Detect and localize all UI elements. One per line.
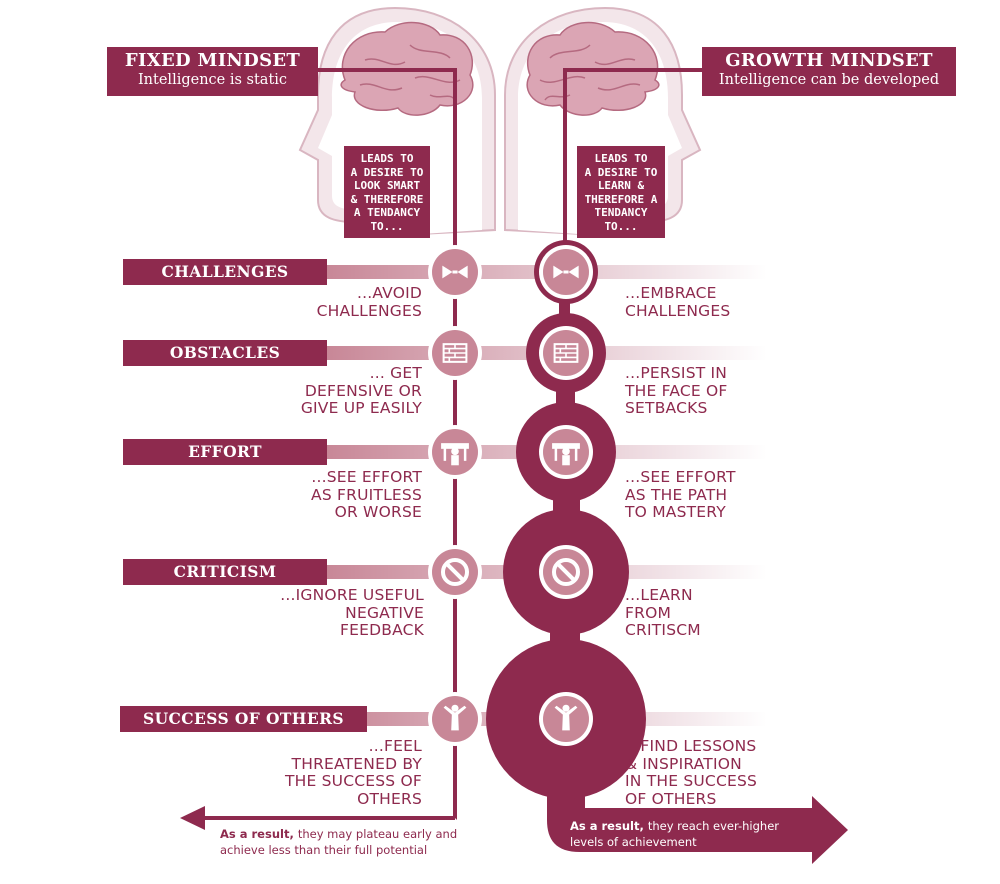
brick-wall-icon xyxy=(553,343,579,363)
growth-circle-1 xyxy=(526,313,606,393)
desc-line: OR WORSE xyxy=(334,503,422,521)
growth-desc-criticism: ...LEARN FROM CRITISCM xyxy=(625,586,805,640)
leads-line: LEADS TO xyxy=(360,152,414,165)
desc-line: CHALLENGES xyxy=(316,301,422,320)
row-label-criticism: CRITICISM xyxy=(123,559,327,585)
desc-line: ...SEE EFFORT xyxy=(625,468,736,486)
brick-wall-icon xyxy=(442,343,468,363)
desc-line: GIVE UP EASILY xyxy=(300,399,422,417)
desc-line: SETBACKS xyxy=(625,399,708,417)
growth-mindset-title: GROWTH MINDSET xyxy=(725,50,933,71)
desc-line: OF OTHERS xyxy=(625,789,717,808)
growth-desc-obstacles: ...PERSIST IN THE FACE OF SETBACKS xyxy=(625,364,805,418)
row-label-challenges: CHALLENGES xyxy=(123,259,327,285)
fixed-circle-3 xyxy=(428,545,482,599)
desc-line: OTHERS xyxy=(357,789,422,808)
result-line: achieve less than their full potential xyxy=(220,843,428,857)
growth-circle-2 xyxy=(516,402,616,502)
growth-leads-box: LEADS TO A DESIRE TO LEARN & THEREFORE A… xyxy=(577,146,665,238)
desc-line: THE SUCCESS OF xyxy=(285,772,422,790)
desc-line: CHALLENGES xyxy=(625,301,731,320)
desc-line: THREATENED BY xyxy=(291,754,422,773)
desc-line: ...FIND LESSONS xyxy=(625,737,757,755)
fixed-desc-obstacles: ... GET DEFENSIVE OR GIVE UP EASILY xyxy=(238,364,422,418)
desc-line: ...PERSIST IN xyxy=(625,364,728,382)
growth-result-text: As a result, they reach ever-higher leve… xyxy=(570,818,810,850)
fixed-circle-2 xyxy=(428,425,482,479)
fixed-circle-0 xyxy=(428,245,482,299)
leads-line: TO... xyxy=(370,219,404,233)
growth-connector xyxy=(563,68,702,236)
row-label-obstacles: OBSTACLES xyxy=(123,340,327,366)
desc-line: ...FEEL xyxy=(368,737,422,755)
desc-line: DEFENSIVE OR xyxy=(304,381,422,400)
desc-line: AS THE PATH xyxy=(625,485,728,504)
no-sign-icon xyxy=(440,557,470,587)
desc-line: ... GET xyxy=(369,364,422,382)
growth-circle-4 xyxy=(486,639,646,799)
row-label-success-of-others: SUCCESS OF OTHERS xyxy=(120,706,367,732)
fixed-connector xyxy=(318,68,457,236)
result-bold: As a result, xyxy=(570,819,644,833)
weightlifter-icon xyxy=(441,443,469,466)
desc-line: ...LEARN xyxy=(625,586,693,604)
desc-line: AS FRUITLESS xyxy=(311,485,422,504)
leads-line: THEREFORE A xyxy=(584,192,658,206)
fixed-desc-effort: ...SEE EFFORT AS FRUITLESS OR WORSE xyxy=(238,468,422,522)
fixed-circle-4 xyxy=(428,692,482,746)
weightlifter-icon xyxy=(552,443,580,466)
desc-line: & INSPIRATION xyxy=(625,754,742,773)
result-bold: As a result, xyxy=(220,827,294,841)
desc-line: ...EMBRACE xyxy=(625,284,717,302)
leads-line: A DESIRE TO xyxy=(350,165,424,179)
leads-line: LEARN & xyxy=(597,179,645,192)
growth-circle-3 xyxy=(503,509,629,635)
desc-line: ...IGNORE USEFUL xyxy=(280,586,424,604)
fixed-desc-success-of-others: ...FEEL THREATENED BY THE SUCCESS OF OTH… xyxy=(238,737,422,808)
growth-mindset-subtitle: Intelligence can be developed xyxy=(718,72,940,88)
no-sign-icon xyxy=(551,557,581,587)
desc-line: THE FACE OF xyxy=(625,381,728,400)
leads-line: LEADS TO xyxy=(594,152,648,165)
result-line: they may plateau early and xyxy=(297,827,458,841)
growth-result-arrow xyxy=(547,740,848,864)
leads-line: TO... xyxy=(604,219,638,233)
growth-desc-effort: ...SEE EFFORT AS THE PATH TO MASTERY xyxy=(625,468,805,522)
fixed-mindset-header: FIXED MINDSET Intelligence is static xyxy=(107,47,318,96)
desc-line: CRITISCM xyxy=(625,621,701,639)
leads-line: A TENDANCY xyxy=(353,206,421,219)
growth-desc-challenges: ...EMBRACE CHALLENGES xyxy=(625,284,805,320)
fixed-circle-1 xyxy=(428,326,482,380)
leads-line: & THEREFORE xyxy=(350,192,424,206)
row-label-effort: EFFORT xyxy=(123,439,327,465)
challenge-arrows-icon xyxy=(442,265,468,279)
growth-desc-success-of-others: ...FIND LESSONS & INSPIRATION IN THE SUC… xyxy=(625,737,805,808)
fixed-desc-criticism: ...IGNORE USEFUL NEGATIVE FEEDBACK xyxy=(238,586,424,640)
fixed-leads-box: LEADS TO A DESIRE TO LOOK SMART & THEREF… xyxy=(344,146,430,238)
growth-mindset-header: GROWTH MINDSET Intelligence can be devel… xyxy=(702,47,956,96)
desc-line: ...AVOID xyxy=(356,284,422,302)
leads-line: LOOK SMART xyxy=(353,179,421,192)
challenge-arrows-icon xyxy=(553,265,579,279)
result-line: they reach ever-higher xyxy=(647,819,780,833)
growth-circle-0 xyxy=(534,240,598,304)
result-line: levels of achievement xyxy=(570,835,697,849)
winner-icon xyxy=(443,704,467,731)
fixed-mindset-title: FIXED MINDSET xyxy=(124,50,301,71)
winner-icon xyxy=(554,704,578,731)
desc-line: ...SEE EFFORT xyxy=(311,468,422,486)
desc-line: IN THE SUCCESS xyxy=(625,772,758,790)
fixed-desc-challenges: ...AVOID CHALLENGES xyxy=(238,284,422,320)
leads-line: TENDANCY xyxy=(594,206,648,219)
desc-line: NEGATIVE xyxy=(345,603,424,622)
desc-line: FEEDBACK xyxy=(340,621,424,639)
desc-line: TO MASTERY xyxy=(625,503,726,521)
fixed-result-text: As a result, they may plateau early and … xyxy=(220,826,490,858)
desc-line: FROM xyxy=(625,603,672,622)
fixed-mindset-subtitle: Intelligence is static xyxy=(137,72,288,88)
leads-line: A DESIRE TO xyxy=(584,165,658,179)
